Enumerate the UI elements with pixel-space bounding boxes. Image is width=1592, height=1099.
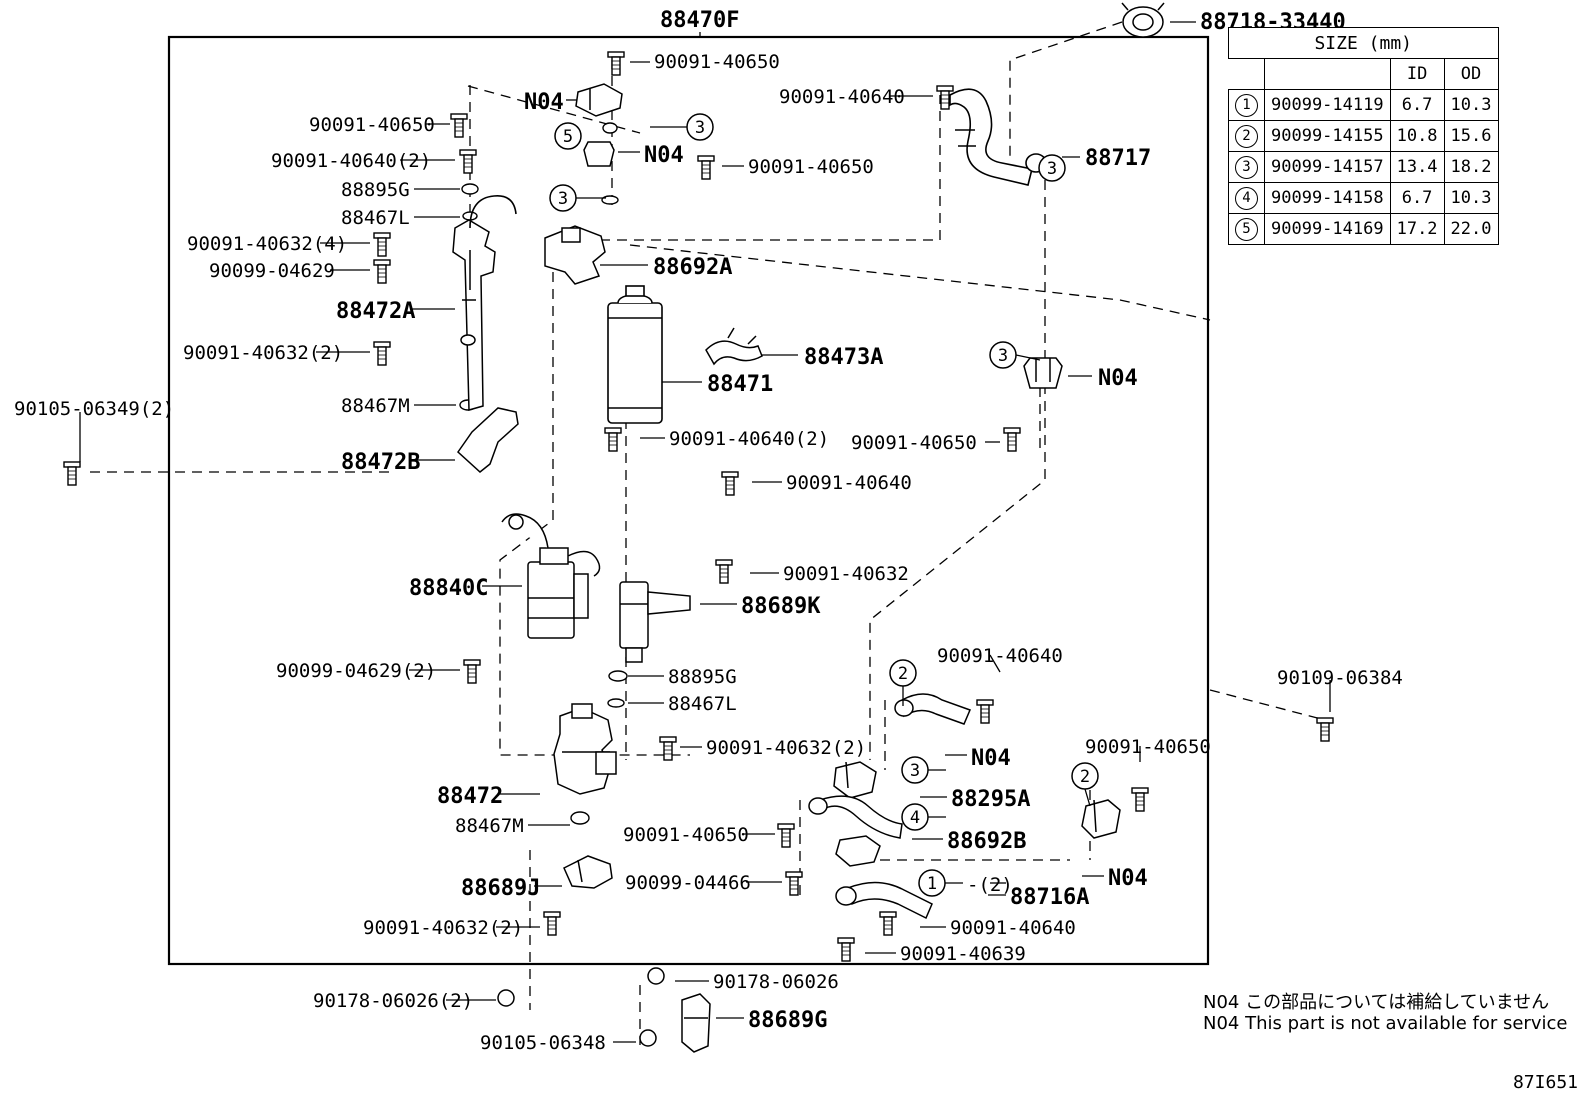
part-label-n04-a: N04	[524, 90, 564, 115]
part-label-90091-40640-2b: 90091-40640(2)	[669, 428, 830, 450]
svg-text:3: 3	[558, 189, 568, 209]
svg-text:2: 2	[898, 664, 908, 684]
size-table-id: 6.7	[1389, 182, 1445, 214]
part-label-88689g: 88689G	[748, 1008, 828, 1033]
size-table-part: 90099-14169	[1264, 213, 1391, 245]
callout-num: 5	[1235, 217, 1258, 241]
callout-num: 3	[1235, 155, 1258, 179]
part-label-90178-06026: 90178-06026	[713, 971, 839, 993]
part-label-90091-40650-c: 90091-40650	[748, 156, 874, 178]
part-label-n04-c: N04	[1098, 366, 1138, 391]
size-table: SIZE (mm) ID OD 1 90099-14119 6.7 10.3 2…	[1228, 27, 1499, 245]
svg-text:3: 3	[1047, 159, 1057, 179]
part-label-90099-04629-2: 90099-04629(2)	[276, 660, 437, 682]
size-table-id: 13.4	[1389, 151, 1445, 183]
part-label-n04-e: N04	[1108, 866, 1148, 891]
part-label-90091-40650-e: 90091-40650	[1085, 736, 1211, 758]
part-label-90091-40632-a: 90091-40632	[783, 563, 909, 585]
part-label-90091-40640-d: 90091-40640	[950, 917, 1076, 939]
size-table-od: 18.2	[1443, 151, 1499, 183]
size-table-od: 10.3	[1443, 89, 1499, 121]
size-table-id: 17.2	[1389, 213, 1445, 245]
size-table-col-od: OD	[1443, 58, 1499, 90]
part-label-88467l-b: 88467L	[668, 693, 737, 715]
part-label-90091-40639: 90091-40639	[900, 943, 1026, 965]
size-table-part: 90099-14155	[1264, 120, 1391, 152]
part-label-90091-40640-c: 90091-40640	[937, 645, 1063, 667]
table-row: 4 90099-14158 6.7 10.3	[1228, 182, 1499, 214]
part-label-90091-40650-d: 90091-40650	[851, 432, 977, 454]
part-label-n04-b: N04	[644, 143, 684, 168]
size-table-id: 10.8	[1389, 120, 1445, 152]
part-label-90091-40650-a: 90091-40650	[654, 51, 780, 73]
part-label-90091-40640-a: 90091-40640	[779, 86, 905, 108]
part-label-90091-40650-b: 90091-40650	[309, 114, 435, 136]
part-label-88895g-b: 88895G	[668, 666, 737, 688]
table-row: 5 90099-14169 17.2 22.0	[1228, 213, 1499, 245]
part-label-90105-06349-2: 90105-06349(2)	[14, 398, 175, 420]
part-label-qty-2: -(2)	[967, 874, 1013, 896]
svg-text:4: 4	[910, 808, 920, 828]
size-table-col-id: ID	[1389, 58, 1445, 90]
size-table-title: SIZE (mm)	[1228, 27, 1499, 59]
part-label-88716a: 88716A	[1010, 885, 1090, 910]
svg-text:1: 1	[927, 874, 937, 894]
svg-text:2: 2	[1080, 767, 1090, 787]
part-label-90091-40632-2c: 90091-40632(2)	[363, 917, 524, 939]
part-label-90091-40640-2a: 90091-40640(2)	[271, 150, 432, 172]
size-table-part: 90099-14158	[1264, 182, 1391, 214]
note-en: N04 This part is not available for servi…	[1203, 1013, 1568, 1034]
size-table-part: 90099-14157	[1264, 151, 1391, 183]
size-table-id: 6.7	[1389, 89, 1445, 121]
part-label-90099-04466: 90099-04466	[625, 872, 751, 894]
note-jp: N04 この部品については補給していません	[1203, 992, 1550, 1013]
part-label-90091-40632-2b: 90091-40632(2)	[706, 737, 867, 759]
size-table-od: 15.6	[1443, 120, 1499, 152]
part-label-90109-06384: 90109-06384	[1277, 667, 1403, 689]
table-row: 1 90099-14119 6.7 10.3	[1228, 89, 1499, 121]
part-label-90091-40640-b: 90091-40640	[786, 472, 912, 494]
part-label-88467m-b: 88467M	[455, 815, 524, 837]
svg-text:5: 5	[563, 127, 573, 147]
part-label-88467m-a: 88467M	[341, 395, 410, 417]
size-table-od: 22.0	[1443, 213, 1499, 245]
part-label-90178-06026-2: 90178-06026(2)	[313, 990, 474, 1012]
part-label-90091-40650-f: 90091-40650	[623, 824, 749, 846]
part-label-90091-40632-2a: 90091-40632(2)	[183, 342, 344, 364]
part-label-88472: 88472	[437, 784, 504, 809]
part-label-88472a: 88472A	[336, 299, 416, 324]
table-row: 3 90099-14157 13.4 18.2	[1228, 151, 1499, 183]
svg-text:3: 3	[998, 346, 1008, 366]
callout-num: 2	[1235, 124, 1258, 148]
svg-text:3: 3	[910, 761, 920, 781]
diagram-title: 88470F	[660, 8, 740, 33]
part-label-88473a: 88473A	[804, 345, 884, 370]
part-label-88717: 88717	[1085, 146, 1152, 171]
callout-num: 1	[1235, 93, 1258, 117]
part-label-88692a: 88692A	[653, 255, 733, 280]
part-label-n04-d: N04	[971, 746, 1011, 771]
part-label-88472b: 88472B	[341, 450, 421, 475]
part-label-90091-40632-4: 90091-40632(4)	[187, 233, 348, 255]
part-label-90105-06348: 90105-06348	[480, 1032, 606, 1054]
part-label-90099-04629: 90099-04629	[209, 260, 335, 282]
part-label-88840c: 88840C	[409, 576, 489, 601]
diagram-code: 87I651	[1512, 1072, 1578, 1093]
size-table-part: 90099-14119	[1264, 89, 1391, 121]
table-row: 2 90099-14155 10.8 15.6	[1228, 120, 1499, 152]
part-label-88692b: 88692B	[947, 829, 1027, 854]
callout-num: 4	[1235, 186, 1258, 210]
part-label-88689k: 88689K	[741, 594, 821, 619]
part-label-88895g-a: 88895G	[341, 179, 410, 201]
part-label-88471: 88471	[707, 372, 774, 397]
part-label-88467l-a: 88467L	[341, 207, 410, 229]
part-label-88689j: 88689J	[461, 876, 541, 901]
svg-text:3: 3	[695, 118, 705, 138]
size-table-od: 10.3	[1443, 182, 1499, 214]
part-label-88295a: 88295A	[951, 787, 1031, 812]
